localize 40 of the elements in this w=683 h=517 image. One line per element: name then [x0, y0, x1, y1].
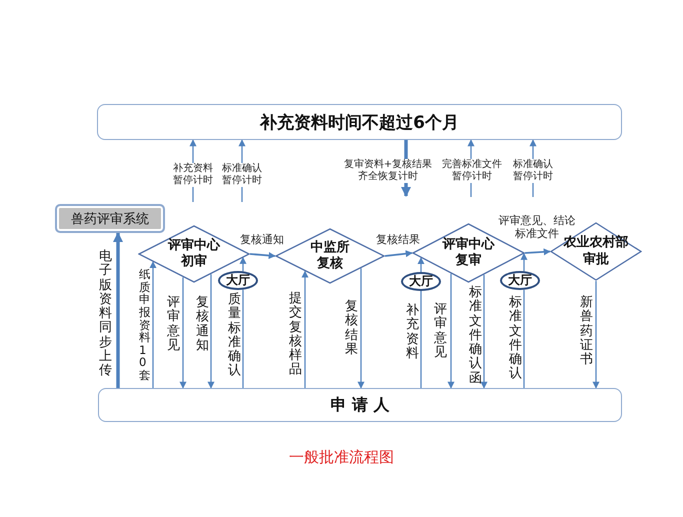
edge-label: 复核结果 [345, 300, 358, 358]
edge-label: 复核结果 [376, 233, 420, 246]
arrow [384, 250, 413, 258]
hall-oval: 大厅 [218, 271, 258, 290]
arrow [113, 232, 123, 388]
arrow [592, 281, 600, 389]
system-box: 兽药评审系统 [55, 204, 165, 233]
arrow [250, 252, 276, 259]
edge-label: 质量标准确认 [228, 293, 241, 379]
arrow [150, 261, 156, 388]
edge-label: 电子版资料同步上传 [99, 250, 112, 379]
edge-label: 完善标准文件暂停计时 [441, 159, 503, 183]
arrow [302, 270, 308, 388]
edge-label: 复审资料+复核结果齐全恢复计时 [343, 159, 433, 183]
arrow [180, 277, 186, 389]
hall-oval: 大厅 [401, 272, 441, 291]
arrow [480, 274, 488, 389]
rounded-box: 补充资料时间不超过6个月 [97, 104, 622, 140]
edge-label: 标准确认暂停计时 [512, 159, 554, 183]
edge-label: 标准确认暂停计时 [221, 163, 263, 187]
edge-label: 标准文件确认函 [469, 286, 482, 386]
rounded-box: 申 请 人 [98, 388, 622, 422]
edge-label: 标准文件确认 [509, 296, 522, 382]
edge-label: 复核通知 [240, 233, 284, 246]
edge-label: 纸质申报资料10套 [139, 268, 150, 382]
edge-label: 评审意见 [434, 303, 447, 360]
edge-label: 补充资料暂停计时 [172, 163, 214, 187]
arrow [520, 252, 528, 272]
arrow [358, 268, 364, 389]
edge-label: 复核通知 [196, 296, 209, 354]
edge-label: 补充资料 [406, 304, 419, 362]
arrow [418, 257, 424, 272]
hall-oval: 大厅 [500, 271, 540, 290]
arrow [208, 274, 214, 389]
edge-label: 新兽药证书 [580, 296, 593, 368]
arrow [524, 248, 551, 256]
edge-label: 评审意见 [167, 296, 180, 354]
arrow [240, 256, 246, 272]
edge-label: 提交复核样品 [289, 292, 302, 378]
caption: 一般批准流程图 [288, 448, 395, 467]
